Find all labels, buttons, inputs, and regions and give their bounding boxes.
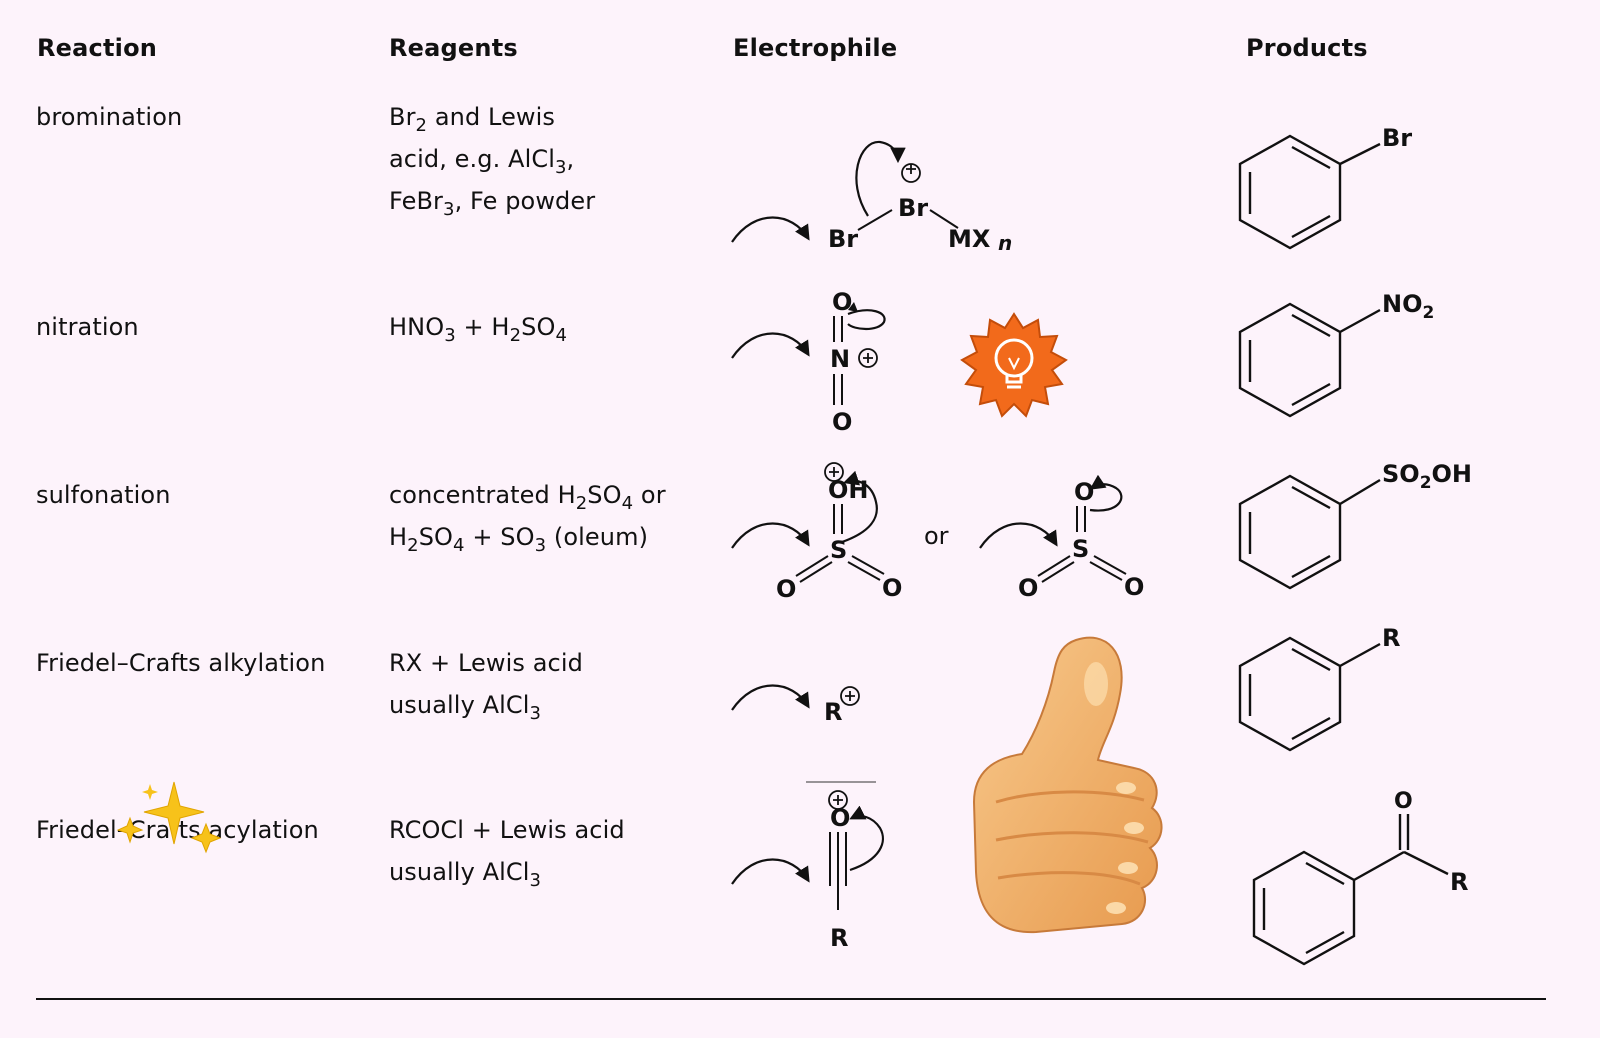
reagent-line: usually AlCl3 [389, 858, 542, 891]
atom-label: Br [828, 225, 858, 253]
electrophile-alkylation: R [731, 684, 860, 726]
atom-label: OH [828, 476, 869, 504]
atom-label: O [832, 408, 852, 436]
reagents: HNO3 + H2SO4 [389, 306, 567, 348]
reagents: concentrated H2SO4 or H2SO4 + SO3 (oleum) [389, 474, 666, 558]
reagent-line: HNO3 + H2SO4 [389, 313, 568, 346]
reaction-name: nitration [36, 313, 139, 341]
substituent-label: SO2OH [1382, 460, 1472, 493]
product-nitrobenzene: NO2 [1238, 290, 1434, 418]
atom-label: O [1394, 789, 1413, 814]
product-benzenesulfonic-acid: SO2OH [1238, 460, 1472, 590]
reagent-line: usually AlCl3 [389, 691, 542, 724]
atom-label: R [824, 698, 842, 726]
atom-label: S [1072, 535, 1089, 563]
atom-label: O [776, 575, 796, 603]
reagents: RCOCl + Lewis acid usually AlCl3 [389, 809, 625, 893]
reagents: Br2 and Lewis acid, e.g. AlCl3, FeBr3, Fe … [389, 96, 595, 222]
reagent-line: Br2 and Lewis [389, 103, 556, 136]
reagent-line: FeBr3, Fe powder [389, 187, 596, 220]
atom-label: MX [948, 225, 991, 253]
reagent-line: acid, e.g. AlCl3, [389, 145, 575, 178]
or-label: or [924, 522, 949, 550]
reagent-line: RX + Lewis acid [389, 649, 583, 677]
reaction-name: sulfonation [36, 481, 171, 509]
reaction-name: Friedel–Crafts alkylation [36, 649, 326, 677]
thumbs-up-icon [972, 636, 1163, 934]
reagent-line: concentrated H2SO4 or [389, 481, 666, 514]
electrophile-acylation: O R [731, 781, 884, 952]
electrophile-sulfonation-2: O S O O [979, 474, 1144, 602]
atom-label: O [1018, 574, 1038, 602]
header-electrophile: Electrophile [733, 34, 898, 62]
atom-label: n [998, 231, 1012, 255]
table-bottom-rule [36, 998, 1546, 1000]
header-reagents: Reagents [389, 34, 518, 62]
atom-label: R [830, 924, 848, 952]
atom-label: O [1074, 478, 1094, 506]
reaction-name: bromination [36, 103, 183, 131]
product-acylbenzene: O R [1252, 789, 1468, 966]
atom-label: O [882, 574, 902, 602]
atom-label: O [830, 804, 850, 832]
header-products: Products [1246, 34, 1368, 62]
reagent-line: H2SO4 + SO3 (oleum) [389, 523, 649, 556]
substituent-label: NO2 [1382, 290, 1434, 323]
product-bromobenzene: Br [1238, 124, 1412, 250]
atom-label: O [1124, 573, 1144, 601]
atom-label: O [832, 288, 852, 316]
atom-label: Br [898, 194, 928, 222]
reagent-line: RCOCl + Lewis acid [389, 816, 625, 844]
atom-label: N [830, 345, 850, 373]
electrophile-nitration: O N O [731, 288, 886, 436]
product-alkylbenzene: R [1238, 624, 1400, 752]
atom-label: S [830, 536, 847, 564]
header-reaction: Reaction [37, 34, 158, 62]
substituent-label: R [1382, 624, 1400, 652]
substituent-label: Br [1382, 124, 1412, 152]
electrophile-bromination: Br Br MX n ⊕ [731, 140, 1012, 255]
reagents: RX + Lewis acid usually AlCl3 [389, 642, 583, 726]
lightbulb-icon [960, 312, 1068, 418]
sparkles-icon [116, 781, 222, 854]
electrophile-sulfonation-1: OH S O O [731, 462, 902, 603]
atom-label: R [1450, 868, 1468, 896]
